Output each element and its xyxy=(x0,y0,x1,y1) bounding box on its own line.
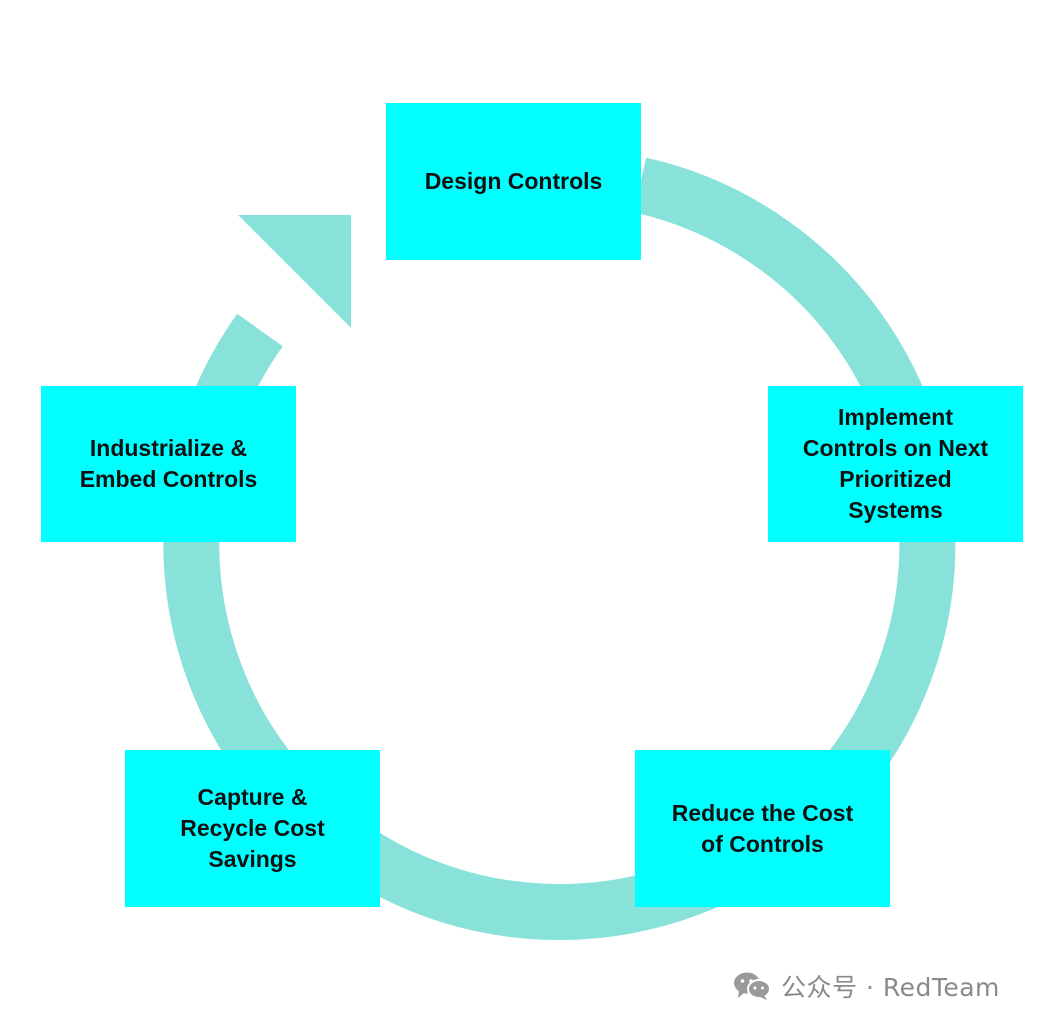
step-reduce-cost: Reduce the Cost of Controls xyxy=(635,750,890,907)
wechat-icon xyxy=(734,972,771,1000)
watermark: 公众号 · RedTeam xyxy=(733,966,1033,1006)
step-industrialize-embed: Industrialize & Embed Controls xyxy=(41,386,296,542)
cycle-arrow-head xyxy=(238,215,351,328)
step-design-controls: Design Controls xyxy=(386,103,641,260)
watermark-text: 公众号 · RedTeam xyxy=(781,973,1000,1002)
step-implement-controls: Implement Controls on Next Prioritized S… xyxy=(768,386,1023,542)
step-capture-savings: Capture & Recycle Cost Savings xyxy=(125,750,380,907)
